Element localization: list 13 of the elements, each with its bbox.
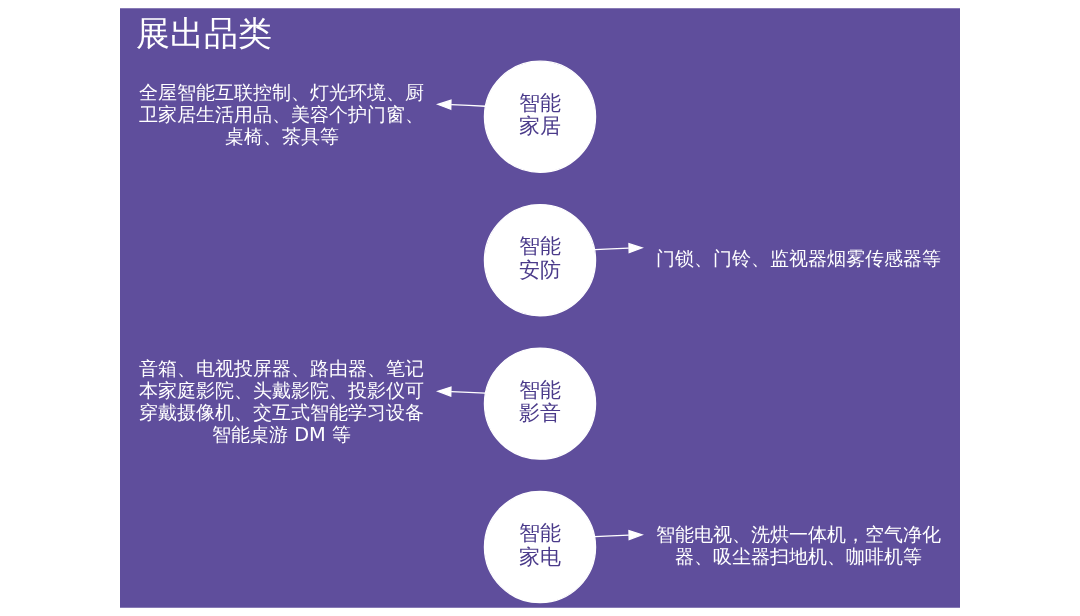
arrow [594, 242, 644, 254]
arrow [436, 386, 486, 398]
node-circle: 智能影音 [483, 347, 597, 460]
node-circle: 智能家居 [483, 60, 597, 173]
arrow [594, 529, 644, 541]
diagram-title: 展出品类 [136, 14, 272, 54]
node-text: 门锁、门铃、监视器烟雾传感器等 [655, 246, 941, 270]
node-circle: 智能家电 [483, 490, 597, 604]
node-text: 智能电视、洗烘一体机，空气净化器、吸尘器扫地机、咖啡机等 [655, 522, 941, 568]
node-text: 全屋智能互联控制、灯光环境、厨卫家居生活用品、美容个护门窗、桌椅、茶具等 [139, 81, 425, 149]
arrow [436, 99, 486, 111]
node-circle: 智能安防 [483, 203, 597, 317]
node-text: 音箱、电视投屏器、路由器、笔记本家庭影院、头戴影院、投影仪可穿戴摄像机、交互式智能学习设备智能桌游 DM 等 [139, 357, 425, 447]
